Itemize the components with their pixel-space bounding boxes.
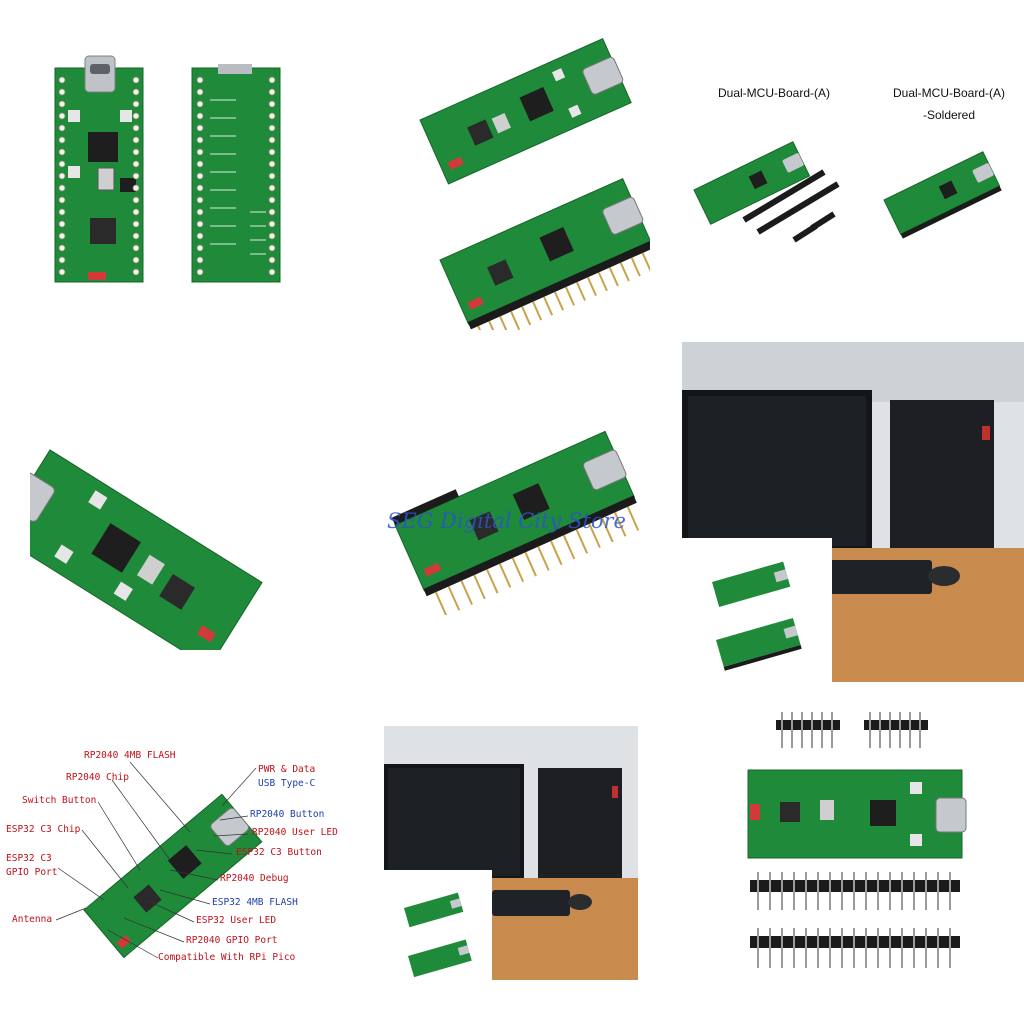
callout-antenna: Antenna — [12, 914, 53, 925]
photo-board-front-back — [40, 40, 300, 300]
photo-board-variants: Dual-MCU-Board-(A) Dual-MCU-Board-(A) -S… — [684, 80, 1024, 260]
photo-desk-scene-small — [384, 726, 638, 980]
callout-rp2040-user-led: RP2040 User LED — [252, 827, 338, 838]
photo-board-top-angled — [30, 380, 330, 650]
photo-desk-scene — [682, 342, 1024, 682]
callout-esp32-user-led: ESP32 User LED — [196, 915, 277, 926]
callout-pwr-data: PWR & Data — [258, 764, 316, 775]
callout-esp32-c3-button: ESP32 C3 Button — [236, 847, 322, 858]
callout-rp2040-chip: RP2040 Chip — [66, 772, 129, 783]
photo-board-and-headers — [740, 712, 970, 982]
callout-rp2040-gpio-port: RP2040 GPIO Port — [186, 935, 278, 946]
label-variant-a: Dual-MCU-Board-(A) — [717, 86, 830, 100]
store-watermark: SEG Digital City Store — [387, 509, 626, 533]
photo-board-with-headers: SEG Digital City Store — [375, 405, 655, 615]
callout-rp2040-flash: RP2040 4MB FLASH — [84, 750, 176, 761]
callout-esp32-c3-line2: GPIO Port — [6, 867, 58, 878]
callout-usb-type-c: USB Type-C — [258, 778, 316, 789]
callout-rp2040-button: RP2040 Button — [250, 809, 325, 820]
label-variant-b-line2: -Soldered — [922, 108, 976, 122]
callout-rp2040-debug: RP2040 Debug — [220, 873, 289, 884]
callout-rpi-pico-compat: Compatible With RPi Pico — [158, 952, 296, 963]
callout-switch-button: Switch Button — [22, 795, 97, 806]
callout-esp32-c3-line1: ESP32 C3 — [6, 853, 52, 864]
photo-annotated-diagram: RP2040 4MB FLASH RP2040 Chip Switch Butt… — [0, 740, 350, 980]
callout-esp32-c3-chip: ESP32 C3 Chip — [6, 824, 81, 835]
callout-esp32-flash: ESP32 4MB FLASH — [212, 897, 298, 908]
label-variant-b-line1: Dual-MCU-Board-(A) — [892, 86, 1005, 100]
photo-board-angled-pair — [400, 30, 650, 330]
